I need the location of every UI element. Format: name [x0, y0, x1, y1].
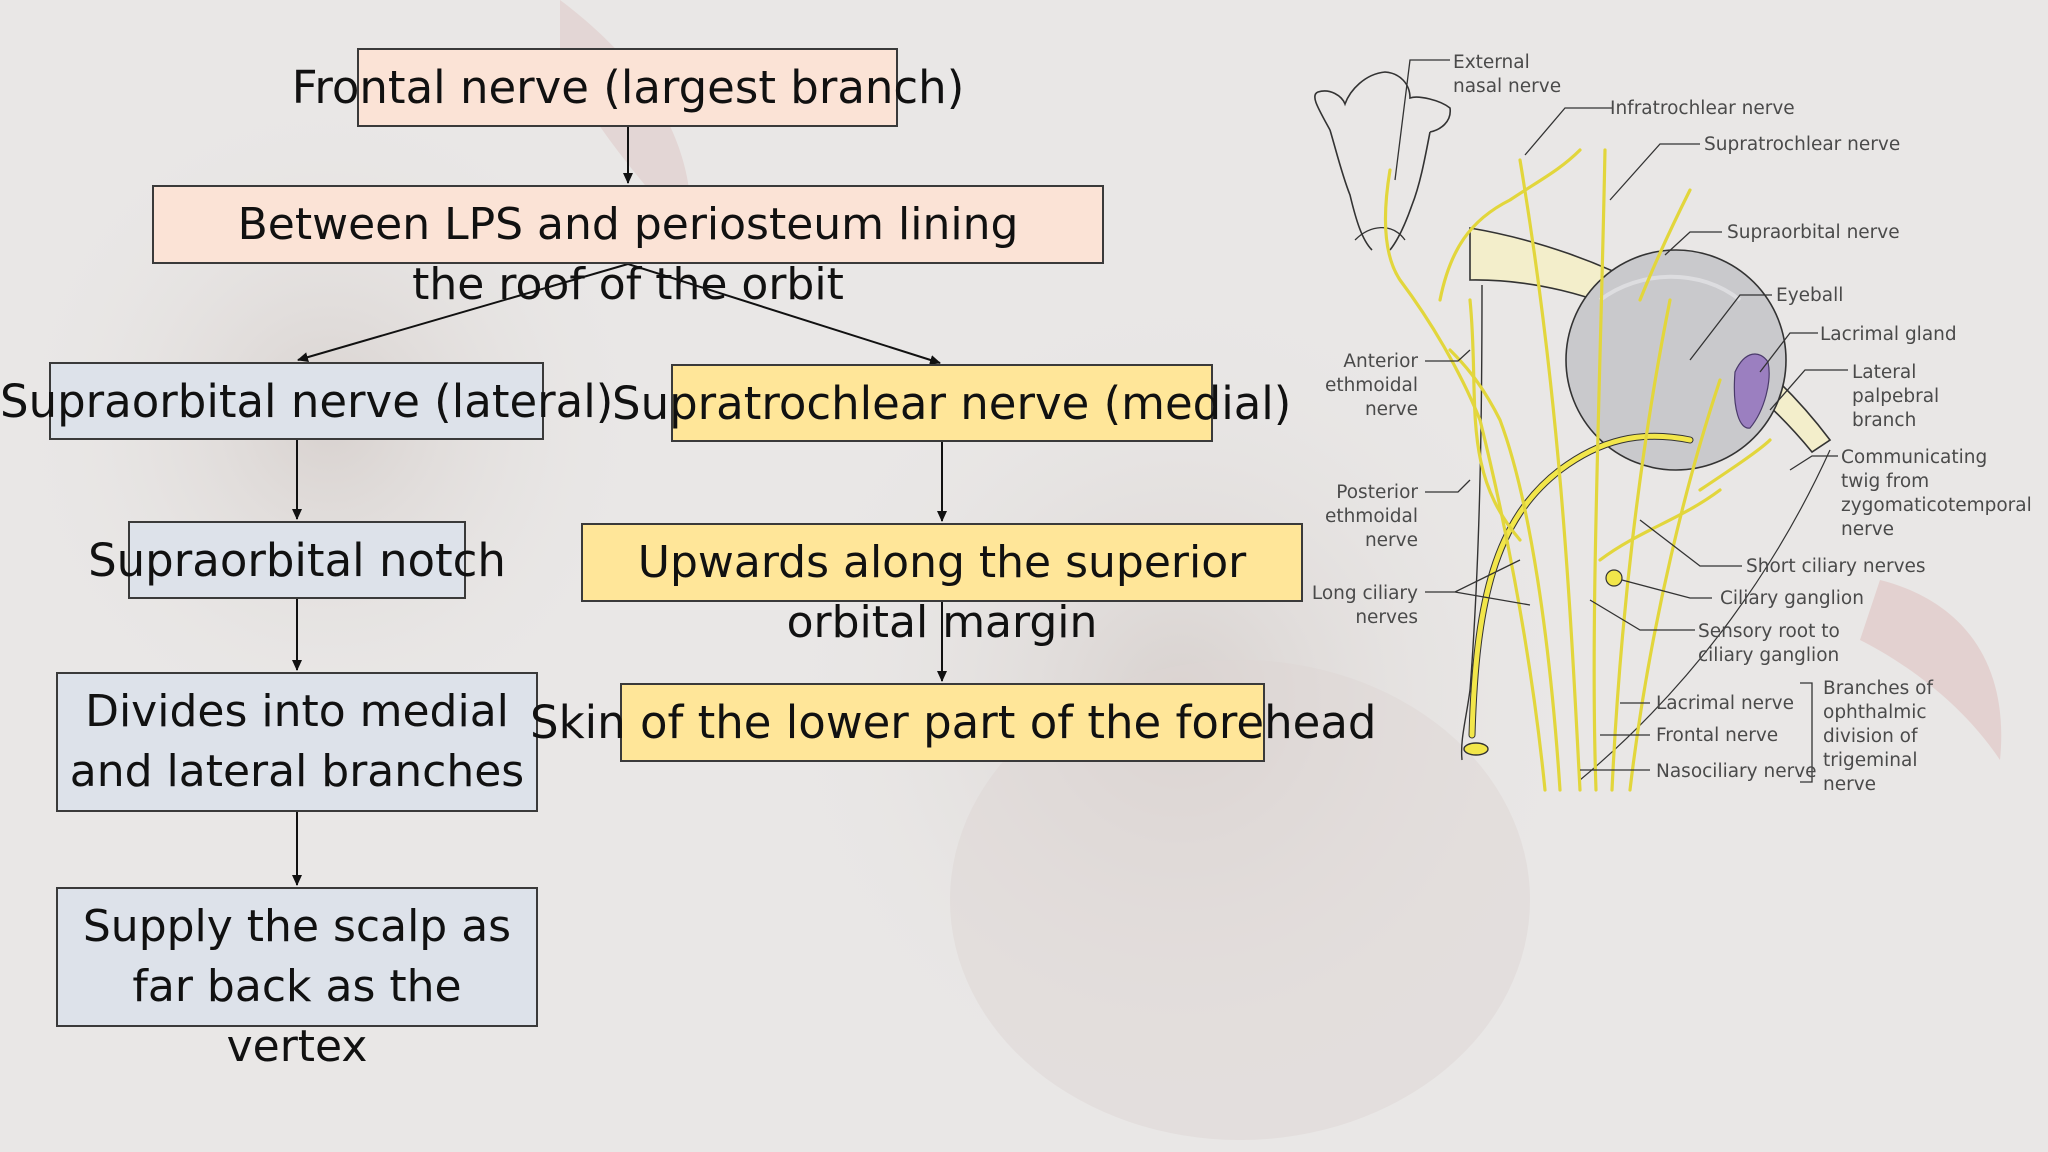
supraorbital-nerve-box	[49, 362, 544, 440]
label-branches-of-1: Branches of	[1823, 678, 1933, 699]
label-posterior-ethmoidal-3: nerve	[1365, 530, 1418, 551]
label-communicating-4: nerve	[1841, 519, 1894, 540]
label-anterior-ethmoidal-1: Anterior	[1343, 351, 1418, 372]
frontal-trunk	[1469, 433, 1693, 738]
skin-forehead-text: Skin of the lower part of the forehead	[530, 696, 1377, 749]
label-frontal-nerve: Frontal nerve	[1656, 725, 1778, 746]
label-posterior-ethmoidal-1: Posterior	[1336, 482, 1418, 503]
label-anterior-ethmoidal-3: nerve	[1365, 399, 1418, 420]
label-eyeball: Eyeball	[1776, 285, 1843, 306]
label-posterior-ethmoidal-2: ethmoidal	[1325, 506, 1418, 527]
label-long-ciliary-1: Long ciliary	[1312, 583, 1418, 604]
eyeball-shape	[1565, 249, 1787, 471]
label-communicating-3: zygomaticotemporal	[1841, 495, 2032, 516]
label-branches-of-5: nerve	[1823, 774, 1876, 795]
label-communicating-1: Communicating	[1841, 447, 1987, 468]
between-lps-text: Between LPS and periosteum lining the ro…	[237, 199, 1019, 310]
label-anterior-ethmoidal-2: ethmoidal	[1325, 375, 1418, 396]
label-supratrochlear: Supratrochlear nerve	[1704, 134, 1900, 155]
label-lacrimal-nerve: Lacrimal nerve	[1656, 693, 1794, 714]
connector-between-supratrochlear	[627, 263, 941, 365]
label-lateral-palpebral-2: palpebral	[1852, 386, 1939, 407]
label-lateral-palpebral-1: Lateral	[1852, 362, 1916, 383]
skin-forehead-box	[620, 683, 1265, 762]
supraorbital-notch-text: Supraorbital notch	[88, 534, 506, 587]
label-lateral-palpebral-3: branch	[1852, 410, 1916, 431]
supply-scalp-text: Supply the scalp as far back as the vert…	[82, 901, 512, 1072]
divides-branches-box	[56, 672, 538, 812]
label-ciliary-ganglion: Ciliary ganglion	[1720, 588, 1864, 609]
ciliary-ganglion-shape	[1605, 569, 1623, 587]
upwards-superior-margin-box	[581, 523, 1303, 602]
between-lps-box	[152, 185, 1104, 264]
supraorbital-notch-box	[128, 521, 466, 599]
supratrochlear-nerve-text: Supratrochlear nerve (medial)	[612, 377, 1292, 430]
label-sensory-root-1: Sensory root to	[1698, 621, 1840, 642]
label-external-nasal-1: External	[1453, 52, 1530, 73]
label-long-ciliary-2: nerves	[1355, 607, 1418, 628]
supply-scalp-box	[56, 887, 538, 1027]
supratrochlear-nerve-box	[671, 364, 1213, 442]
supraorbital-nerve-text: Supraorbital nerve (lateral)	[0, 375, 614, 428]
upwards-superior-margin-text: Upwards along the superior orbital margi…	[637, 537, 1247, 648]
frontal-nerve-text: Frontal nerve (largest branch)	[291, 61, 965, 114]
connector-between-supraorbital	[297, 263, 629, 363]
label-communicating-2: twig from	[1841, 471, 1929, 492]
label-branches-of-4: trigeminal	[1823, 750, 1918, 771]
label-supraorbital: Supraorbital nerve	[1727, 222, 1900, 243]
label-short-ciliary: Short ciliary nerves	[1746, 556, 1926, 577]
nose-outline	[1314, 71, 1451, 251]
label-sensory-root-2: ciliary ganglion	[1698, 645, 1839, 666]
label-branches-of-2: ophthalmic	[1823, 702, 1927, 723]
label-nasociliary-nerve: Nasociliary nerve	[1656, 761, 1817, 782]
divides-branches-text: Divides into medial and lateral branches	[69, 686, 525, 797]
label-infratrochlear: Infratrochlear nerve	[1610, 98, 1795, 119]
lacrimal-gland-shape	[1733, 353, 1770, 429]
frontal-nerve-box	[357, 48, 898, 127]
label-lacrimal-gland: Lacrimal gland	[1820, 324, 1957, 345]
label-external-nasal-2: nasal nerve	[1453, 76, 1561, 97]
label-branches-of-3: division of	[1823, 726, 1918, 747]
